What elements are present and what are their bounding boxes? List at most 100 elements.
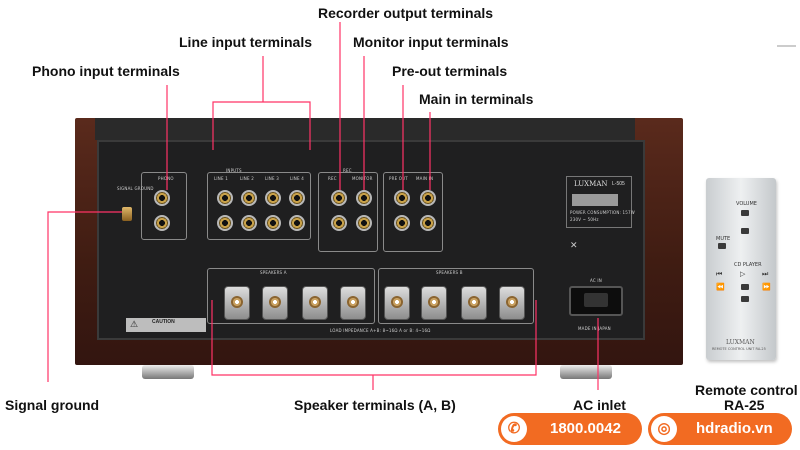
rec-out-jack-l — [331, 190, 347, 206]
line3-jack-r — [265, 215, 281, 231]
label-signal-ground: Signal ground — [5, 397, 100, 413]
label-monitor-input: Monitor input terminals — [353, 34, 509, 50]
monitor-jack-l — [356, 190, 372, 206]
line3-panel-text: LINE 3 — [265, 176, 279, 181]
speakers-a-panel-text: SPEAKERS A — [260, 270, 287, 275]
remote-pause-button — [741, 284, 749, 290]
caution-warning-icon: ⚠ — [130, 319, 139, 329]
preout-jack-l — [394, 190, 410, 206]
remote-cd-player-text: CD PLAYER — [734, 262, 762, 268]
line-input-bracket — [212, 101, 311, 150]
phone-pill[interactable]: ✆ 1800.0042 — [498, 413, 642, 445]
voltage-text: 230V ~ 50Hz — [570, 217, 599, 222]
remote-brand-text: LUXMAN — [726, 339, 755, 346]
preout-panel-text: PRE OUT — [389, 176, 408, 181]
phono-box — [141, 172, 187, 240]
label-remote-line2: RA-25 — [724, 397, 765, 413]
caution-text: CAUTION — [152, 319, 175, 325]
inputs-panel-text: INPUTS — [226, 168, 242, 173]
line2-panel-text: LINE 2 — [240, 176, 254, 181]
line1-panel-text: LINE 1 — [214, 176, 228, 181]
label-ac-inlet: AC inlet — [573, 397, 626, 413]
line-inputs-box — [207, 172, 311, 240]
rec-out-panel-text: REC — [328, 176, 337, 181]
remote-skip-back-icon: ⏮ — [716, 270, 723, 278]
speaker-post-b-l-minus — [461, 286, 487, 320]
remote-control — [706, 178, 776, 360]
monitor-panel-text: MONITOR — [352, 176, 373, 181]
ac-in-panel-text: AC IN — [590, 278, 602, 283]
remote-volume-up-button — [741, 210, 749, 216]
preout-jack-r — [394, 215, 410, 231]
label-speaker-terminals: Speaker terminals (A, B) — [294, 397, 456, 413]
phono-jack-l — [154, 190, 170, 206]
line2-jack-r — [241, 215, 257, 231]
label-remote-line1: Remote control — [695, 382, 798, 398]
website-url: hdradio.vn — [696, 420, 773, 437]
speaker-post-a-r-plus — [224, 286, 250, 320]
monitor-jack-r — [356, 215, 372, 231]
preout-main-box — [383, 172, 443, 252]
line1-jack-l — [217, 190, 233, 206]
remote-model-text: REMOTE CONTROL UNIT RA-25 — [712, 347, 766, 351]
remote-skip-forward-icon: ⏭ — [762, 270, 769, 278]
speaker-post-a-l-minus — [302, 286, 328, 320]
weee-bin-icon: ✕ — [570, 240, 578, 250]
brand-plate — [566, 176, 632, 228]
remote-volume-down-button — [741, 228, 749, 234]
speaker-bracket — [211, 300, 537, 376]
phono-jack-r — [154, 215, 170, 231]
load-impedance-text: LOAD IMPEDANCE A+B: 8~16Ω A or B: 4~16Ω — [330, 328, 431, 333]
amplifier-top-edge — [95, 118, 635, 140]
remote-stop-button — [741, 296, 749, 302]
phone-number: 1800.0042 — [550, 420, 621, 437]
line4-jack-r — [289, 215, 305, 231]
speaker-post-a-l-plus — [340, 286, 366, 320]
rec-panel-text: REC — [343, 168, 352, 173]
signal-ground-terminal — [122, 207, 132, 221]
remote-fast-forward-icon: ⏩ — [762, 283, 771, 291]
label-recorder-output: Recorder output terminals — [318, 5, 494, 21]
mainin-jack-r — [420, 215, 436, 231]
foot-left — [142, 365, 194, 379]
ac-inlet-pins — [584, 293, 608, 307]
label-phono-input: Phono input terminals — [32, 63, 180, 79]
signal-ground-pointer — [47, 211, 122, 382]
line1-jack-r — [217, 215, 233, 231]
speaker-post-b-r-minus — [421, 286, 447, 320]
remote-mute-text: MUTE — [716, 236, 731, 242]
phone-icon: ✆ — [501, 416, 527, 442]
phono-panel-text: PHONO — [158, 176, 174, 181]
remote-rewind-icon: ⏪ — [716, 283, 725, 291]
signal-ground-panel-text: SIGNAL GROUND — [117, 186, 154, 191]
globe-icon: ◎ — [651, 416, 677, 442]
speaker-post-b-r-plus — [384, 286, 410, 320]
website-pill[interactable]: ◎ hdradio.vn — [648, 413, 792, 445]
speaker-post-a-r-minus — [262, 286, 288, 320]
line3-jack-l — [265, 190, 281, 206]
speakers-b-box — [378, 268, 534, 324]
speaker-post-b-l-plus — [499, 286, 525, 320]
line4-panel-text: LINE 4 — [290, 176, 304, 181]
label-main-in: Main in terminals — [419, 91, 534, 107]
amplifier-rear-panel — [97, 140, 645, 340]
caution-label — [126, 318, 206, 332]
power-consumption-text: POWER CONSUMPTION: 157W — [570, 210, 635, 215]
line2-jack-l — [241, 190, 257, 206]
label-pre-out: Pre-out terminals — [392, 63, 508, 79]
remote-mute-button — [718, 243, 726, 249]
mainin-panel-text: MAIN IN — [416, 176, 434, 181]
speakers-b-panel-text: SPEAKERS B — [436, 270, 463, 275]
speakers-a-box — [207, 268, 375, 324]
foot-right — [560, 365, 612, 379]
label-line-input: Line input terminals — [179, 34, 313, 50]
brand-logo-text: LUXMAN — [574, 180, 608, 188]
rating-label — [572, 194, 618, 206]
rec-out-jack-r — [331, 215, 347, 231]
made-in-panel-text: MADE IN JAPAN — [578, 326, 611, 331]
model-text: L-505 — [612, 181, 625, 187]
remote-play-icon: ▷ — [740, 270, 746, 278]
mainin-jack-l — [420, 190, 436, 206]
line4-jack-l — [289, 190, 305, 206]
